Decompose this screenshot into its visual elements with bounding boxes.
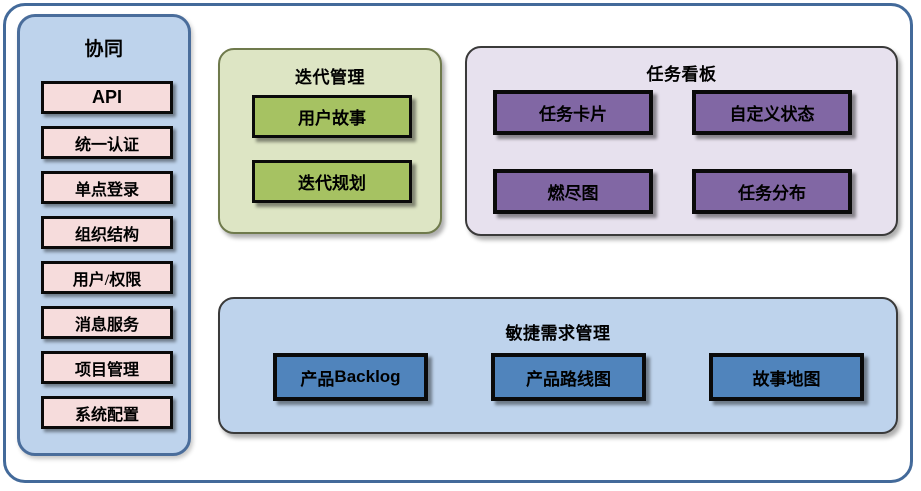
sidebar-item-single-sign-on[interactable]: 单点登录 bbox=[41, 171, 173, 204]
item-task-distribution[interactable]: 任务分布 bbox=[692, 169, 852, 214]
item-task-card[interactable]: 任务卡片 bbox=[493, 90, 653, 135]
item-user-story[interactable]: 用户故事 bbox=[252, 95, 412, 138]
item-product-roadmap[interactable]: 产品路线图 bbox=[491, 353, 646, 401]
panel-iteration-title: 迭代管理 bbox=[295, 68, 365, 87]
panel-task-board: 任务看板 任务卡片 自定义状态 燃尽图 任务分布 bbox=[465, 46, 898, 236]
item-story-map[interactable]: 故事地图 bbox=[709, 353, 864, 401]
sidebar-item-api[interactable]: API bbox=[41, 81, 173, 114]
sidebar-item-org-structure[interactable]: 组织结构 bbox=[41, 216, 173, 249]
item-burndown-chart[interactable]: 燃尽图 bbox=[493, 169, 653, 214]
panel-board-title: 任务看板 bbox=[646, 65, 717, 84]
sidebar-title: 协同 bbox=[84, 39, 124, 60]
panel-agile-title: 敏捷需求管理 bbox=[505, 324, 611, 343]
sidebar-panel-collaboration: 协同 API 统一认证 单点登录 组织结构 用户/权限 消息服务 项目管理 系统… bbox=[17, 14, 191, 456]
item-iteration-planning[interactable]: 迭代规划 bbox=[252, 160, 412, 203]
panel-iteration-management: 迭代管理 用户故事 迭代规划 bbox=[218, 48, 442, 234]
sidebar-item-system-config[interactable]: 系统配置 bbox=[41, 396, 173, 429]
item-custom-status[interactable]: 自定义状态 bbox=[692, 90, 852, 135]
sidebar-item-unified-auth[interactable]: 统一认证 bbox=[41, 126, 173, 159]
sidebar-item-user-permission[interactable]: 用户/权限 bbox=[41, 261, 173, 294]
sidebar-item-message-service[interactable]: 消息服务 bbox=[41, 306, 173, 339]
sidebar-item-project-management[interactable]: 项目管理 bbox=[41, 351, 173, 384]
